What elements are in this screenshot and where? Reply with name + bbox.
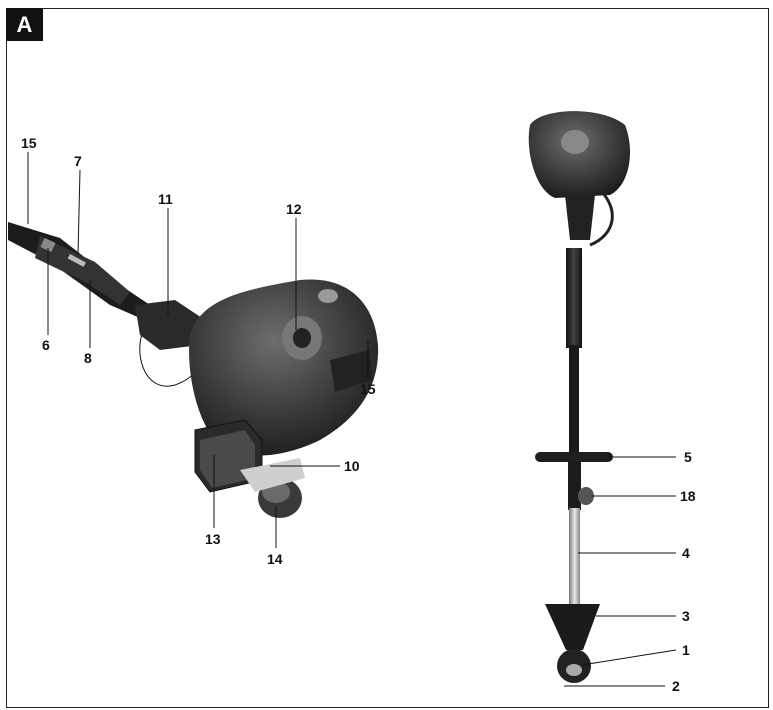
callout-6: 6 [42, 337, 50, 353]
callout-2: 2 [672, 678, 680, 694]
upper-tube [569, 345, 579, 460]
head-neck [565, 195, 595, 240]
throttle-lock [67, 254, 86, 267]
cutting-head-hub [566, 664, 582, 676]
trimmer-full [528, 111, 630, 683]
callout-5: 5 [684, 449, 692, 465]
callout-1: 1 [682, 642, 690, 658]
engine-port-center [293, 328, 311, 348]
callout-11: 11 [158, 191, 173, 207]
figure-frame [6, 8, 769, 708]
main-grip [566, 248, 582, 348]
callout-8: 8 [84, 350, 92, 366]
callout-18: 18 [680, 488, 696, 504]
leader-lines [27, 152, 677, 687]
safety-guard [545, 604, 600, 650]
callout-3: 3 [682, 608, 690, 624]
callout-15: 15 [360, 381, 376, 397]
callout-13: 13 [205, 531, 221, 547]
handle-grip [35, 236, 130, 305]
callout-12: 12 [286, 201, 302, 217]
callout-10: 10 [344, 458, 360, 474]
throttle-trigger [40, 237, 56, 253]
section-label: A [6, 8, 43, 41]
cooling-vents [330, 350, 372, 392]
leader-7 [77, 169, 81, 256]
head-engine [528, 111, 630, 198]
head-cable [589, 188, 614, 247]
engine-closeup [8, 222, 379, 518]
d-handle [535, 452, 613, 462]
lower-shaft [569, 508, 580, 648]
connector [568, 462, 581, 510]
callout-7: 7 [74, 153, 82, 169]
engine-housing [189, 279, 379, 456]
clamp-knob [578, 487, 594, 505]
callout-14: 14 [267, 551, 283, 567]
top-knob [318, 289, 338, 303]
shaft-coupling [135, 300, 205, 350]
leader-1 [581, 649, 677, 666]
callout-9: 15 [21, 135, 37, 151]
head-engine-port [561, 130, 589, 154]
callouts: 15 7 11 12 6 8 15 10 13 14 5 18 4 3 1 2 [21, 135, 696, 694]
callout-4: 4 [682, 545, 690, 561]
